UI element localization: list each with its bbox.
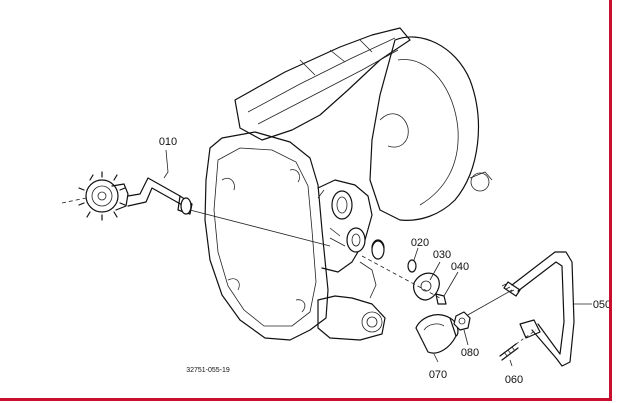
frame-border-right (609, 0, 612, 401)
frame-border-bottom (0, 398, 612, 401)
part-070-drawing (415, 314, 459, 354)
label-part-070: 070 (429, 369, 447, 381)
drawing-number: 32751-055-19 (186, 367, 230, 374)
label-part-060: 060 (505, 374, 523, 386)
part-060-drawing (499, 329, 537, 361)
label-part-020: 020 (411, 237, 429, 249)
leader-lines (163, 149, 592, 367)
label-part-080: 080 (461, 347, 479, 359)
engine-housing (204, 27, 493, 341)
part-010-drawing (61, 171, 331, 247)
label-part-040: 040 (451, 261, 469, 273)
exploded-parts-diagram: 010 020 030 040 050 060 070 080 32751-05… (61, 27, 611, 386)
label-part-030: 030 (433, 249, 451, 261)
parts-020-030-040-drawing (361, 240, 447, 305)
part-050-drawing (465, 251, 575, 367)
label-part-050: 050 (593, 299, 609, 311)
part-080-drawing (453, 311, 471, 331)
label-part-010: 010 (159, 136, 177, 148)
